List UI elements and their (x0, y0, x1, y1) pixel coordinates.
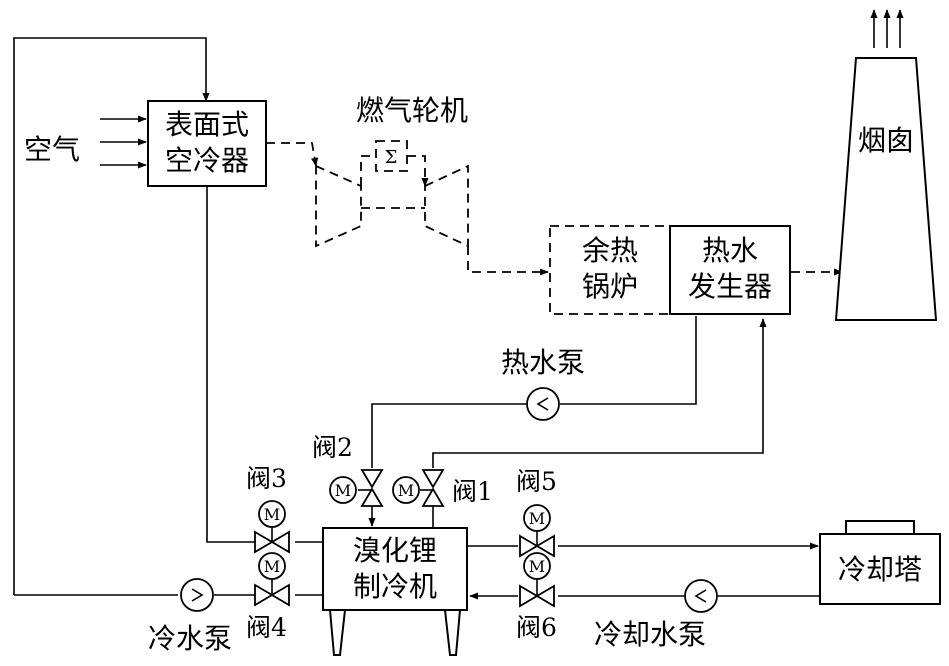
waste-boiler-label-1: 余热 (582, 234, 638, 267)
motor-label: M (264, 505, 280, 524)
cooling-tower-cap (845, 520, 915, 535)
valve6-motor-icon (523, 552, 551, 580)
compressor-shape (315, 164, 362, 248)
hot-water-supply-line (560, 316, 697, 405)
surface-air-cooler-box (147, 100, 267, 187)
equipment (147, 57, 941, 656)
motor-label: M (335, 481, 351, 500)
chamber-to-turbine-line (407, 155, 429, 187)
motor-label: M (264, 557, 280, 576)
air-label: 空气 (24, 133, 80, 166)
chiller-label-2: 制冷机 (353, 570, 437, 603)
cooling-tower-box (819, 533, 941, 605)
waste-boiler-label-2: 锅炉 (582, 270, 638, 303)
valves (254, 469, 555, 608)
chiller-leg-left (328, 609, 347, 656)
lithium-bromide-chiller-box (322, 527, 468, 611)
cooler-label-2: 空冷器 (165, 144, 249, 177)
valve6-icon (519, 584, 539, 608)
compressor-to-chamber-line (360, 155, 376, 186)
hot-water-generator-label-2: 发生器 (688, 270, 772, 303)
valve5-label: 阀5 (516, 467, 557, 496)
valve2-label: 阀2 (312, 433, 353, 462)
pumps (180, 387, 718, 613)
gas-turbine-label: 燃气轮机 (356, 94, 468, 127)
turbine-shape (424, 164, 469, 248)
motor-label: M (529, 509, 545, 528)
cooling-water-pump-label: 冷却水泵 (594, 618, 706, 651)
hot-water-pump-icon (526, 387, 560, 421)
turbine-exhaust-line (467, 246, 549, 276)
valve6-label: 阀6 (516, 613, 557, 642)
valve1-motor-icon (392, 476, 420, 504)
motor-label: M (529, 557, 545, 576)
smoke-arrows (870, 9, 904, 48)
cooling-water-pump-icon (684, 579, 718, 613)
valve1-icon (421, 469, 445, 489)
chiller-label-1: 溴化锂 (353, 534, 437, 567)
combustor-symbol: Σ (385, 147, 398, 168)
valve4-icon (254, 583, 274, 607)
hot-water-generator-label-1: 热水 (702, 234, 758, 267)
motor-label: M (398, 481, 414, 500)
chiller-leg-right (443, 609, 462, 656)
hot-water-generator-box (669, 225, 791, 315)
valve3-motor-icon (258, 500, 286, 528)
cooler-label-1: 表面式 (165, 108, 249, 141)
chilled-water-pump-label: 冷水泵 (148, 622, 232, 655)
valve1-to-generator-line (432, 318, 767, 468)
valve1-label: 阀1 (452, 477, 493, 506)
valve4-motor-icon (258, 552, 286, 580)
cooler-to-compressor-line (266, 142, 319, 167)
cooling-tower-label: 冷却塔 (838, 553, 922, 586)
return-line-to-cooler (13, 37, 210, 595)
valve5-icon (519, 534, 539, 558)
gas-flow-dashed (266, 140, 843, 315)
valve2-motor-icon (329, 476, 357, 504)
chilled-water-pump-icon (180, 578, 214, 612)
hot-water-pump-label: 热水泵 (501, 346, 585, 379)
valve5-motor-icon (523, 504, 551, 532)
motors (258, 476, 551, 580)
chimney-label: 烟囱 (858, 124, 914, 157)
chimney-shape (834, 57, 938, 321)
hot-water-pump-to-valve2-line (371, 403, 528, 468)
valve3-icon (254, 530, 274, 554)
valve4-label: 阀4 (246, 613, 287, 642)
valve2-icon (360, 469, 384, 489)
waste-heat-boiler-box (549, 225, 671, 315)
cooler-to-valve3-line (206, 186, 255, 543)
valve3-label: 阀3 (246, 464, 287, 493)
